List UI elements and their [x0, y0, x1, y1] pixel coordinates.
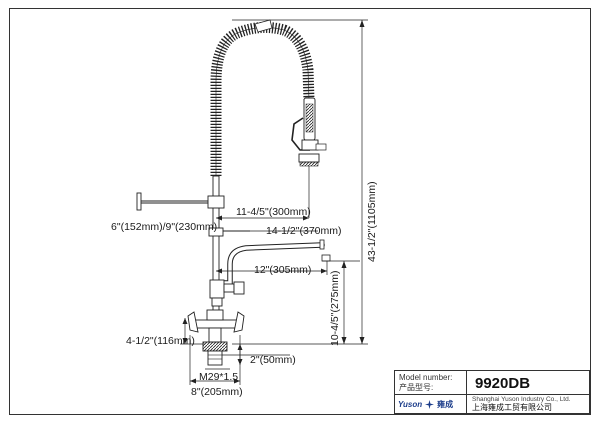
drawing-frame [9, 8, 591, 415]
company-name-cn: 上海雍成工贸有限公司 [472, 403, 552, 412]
dimension-lines [180, 19, 368, 385]
model-label: Model number: 产品型号: [395, 371, 467, 395]
brand-name-en: Yuson [398, 399, 423, 409]
shank [207, 350, 223, 366]
brand-name-cn: 雍成 [437, 399, 454, 409]
deck-gasket [202, 341, 228, 352]
dim-spray-offset: 11-4/5"(300mm) [236, 206, 311, 218]
arrowheads [182, 20, 365, 384]
dim-total-height: 43-1/2"(1105mm) [366, 181, 378, 262]
model-label-en: Model number: [399, 373, 453, 382]
spout-valve-body [209, 279, 245, 307]
title-block: Model number: 产品型号: 9920DB Yuson 雍成 Shan… [394, 370, 590, 414]
brand-logo: Yuson 雍成 [395, 395, 467, 413]
dim-shelf-bracket: 6"(152mm)/9"(230mm) [111, 221, 217, 233]
dim-thread: M29*1.5 [199, 371, 238, 383]
spring-coil [210, 19, 315, 176]
mixing-body [187, 309, 245, 366]
dim-center-height: 4-1/2"(116mm) [126, 335, 195, 347]
dim-spout-height: 10-4/5"(275mm) [329, 270, 341, 346]
dim-spout-length: 14-1/2"(370mm) [266, 225, 342, 237]
brand-star-icon [425, 399, 435, 409]
swing-spout [218, 239, 331, 286]
spray-valve [291, 97, 327, 167]
dim-spout-reach: 12"(305mm) [254, 264, 311, 276]
company-name: Shanghai Yuson Industry Co., Ltd. 上海雍成工贸… [467, 395, 589, 413]
model-label-cn: 产品型号: [399, 382, 434, 392]
company-name-en: Shanghai Yuson Industry Co., Ltd. [472, 396, 571, 403]
model-number: 9920DB [467, 371, 589, 395]
right-handle [233, 311, 245, 333]
dim-center-spacing: 8"(205mm) [191, 386, 243, 398]
wall-bracket [136, 192, 208, 211]
left-handle [187, 311, 199, 333]
dim-shank-length: 2"(50mm) [250, 354, 296, 366]
